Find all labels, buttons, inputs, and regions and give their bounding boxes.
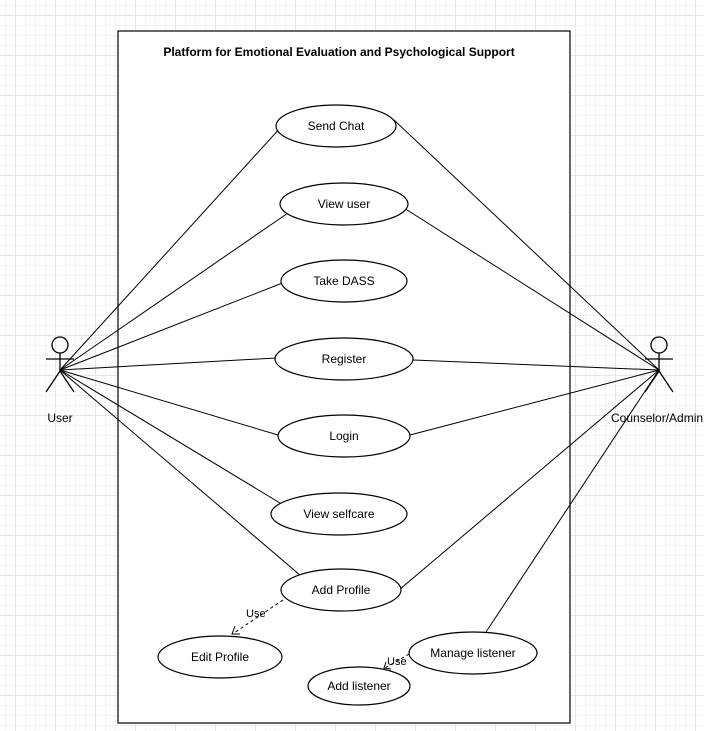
assoc-user-view-selfcare [59, 369, 281, 504]
assoc-user-view-user [59, 212, 289, 371]
use-case-manage-listener[interactable]: Manage listener [408, 631, 538, 675]
use-case-label: Take DASS [313, 274, 374, 288]
actor-user[interactable]: User [45, 336, 75, 425]
actor-label: Counselor/Admin [611, 411, 703, 425]
user-associations [59, 114, 302, 577]
use-case-edit-profile[interactable]: Edit Profile [157, 635, 283, 679]
use-arrow-line [233, 599, 284, 634]
assoc-user-register [59, 357, 277, 371]
use-case-login[interactable]: Login [277, 414, 411, 458]
actor-stick-figure-icon [45, 336, 75, 393]
use-label-listener: Use [387, 656, 407, 668]
actor-counselor-admin[interactable]: Counselor/Admin [611, 336, 703, 425]
use-case-label: Manage listener [430, 646, 515, 660]
assoc-counselor-login [409, 369, 660, 436]
use-case-take-dass[interactable]: Take DASS [280, 259, 408, 303]
assoc-user-send-chat [59, 114, 293, 371]
use-arrow-head [231, 625, 240, 635]
assoc-counselor-view-user [403, 207, 660, 371]
dependency-manage-listener-add-listener: Use [383, 653, 410, 670]
assoc-counselor-add-profile [398, 369, 660, 591]
use-case-register[interactable]: Register [274, 337, 414, 381]
use-case-label: View selfcare [303, 507, 374, 521]
use-case-view-user[interactable]: View user [279, 182, 409, 226]
use-case-add-listener[interactable]: Add listener [307, 666, 411, 706]
assoc-user-login [59, 369, 279, 436]
use-arrow-head [383, 661, 392, 670]
use-case-add-profile[interactable]: Add Profile [280, 568, 402, 612]
use-case-label: Send Chat [308, 119, 365, 133]
system-title: Platform for Emotional Evaluation and Ps… [163, 45, 514, 59]
use-label-profile: Use [246, 608, 266, 620]
use-case-label: Add listener [327, 679, 390, 693]
use-case-send-chat[interactable]: Send Chat [275, 104, 397, 148]
use-case-label: Login [329, 429, 358, 443]
use-case-label: View user [318, 197, 370, 211]
actor-label: User [47, 411, 72, 425]
assoc-user-take-dass [59, 281, 286, 371]
counselor-associations [393, 119, 660, 633]
use-case-label: Edit Profile [191, 650, 249, 664]
assoc-counselor-send-chat [393, 119, 660, 371]
dependency-add-profile-edit-profile: Use [231, 599, 284, 635]
assoc-counselor-manage-listener [485, 369, 660, 633]
actor-stick-figure-icon [644, 336, 674, 393]
use-case-label: Add Profile [312, 583, 371, 597]
assoc-user-add-profile [59, 369, 302, 577]
use-case-label: Register [322, 352, 367, 366]
use-arrow-line [384, 653, 410, 669]
assoc-counselor-register [412, 359, 660, 371]
use-case-view-selfcare[interactable]: View selfcare [270, 492, 408, 536]
